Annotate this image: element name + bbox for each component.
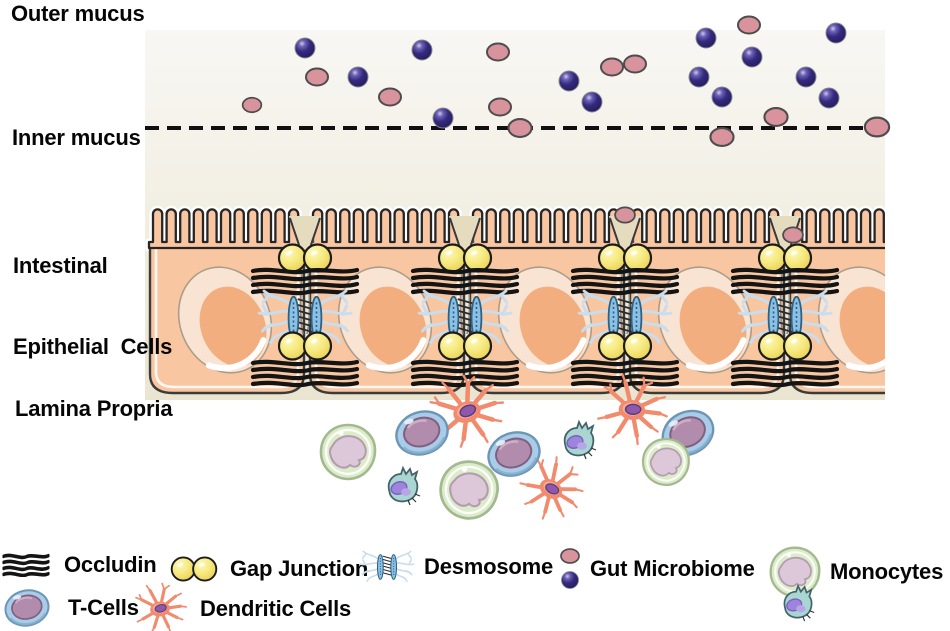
t-cell-icon — [2, 588, 52, 628]
navy-microbe — [795, 66, 817, 88]
small-teal-cell-icon — [783, 585, 815, 622]
legend-item-dendritic-cells: Dendritic Cells — [130, 580, 351, 631]
legend-dendritic-cells-label: Dendritic Cells — [200, 596, 352, 621]
teal-cell — [387, 467, 421, 506]
label-intestinal-line1: Intestinal — [13, 253, 108, 278]
pink-microbe — [378, 87, 402, 107]
legend-item-occludin: Occludin — [2, 552, 157, 578]
navy-microbe — [818, 87, 840, 109]
legend-t-cells-label: T-Cells — [68, 595, 139, 620]
pink-microbe — [600, 57, 624, 77]
navy-microbe — [581, 91, 603, 113]
monocyte — [319, 423, 377, 481]
pink-microbe — [305, 67, 329, 87]
navy-microbe — [688, 66, 710, 88]
pink-microbe — [737, 15, 761, 35]
epithelial-cell — [789, 209, 944, 393]
legend-monocytes-label: Monocytes — [830, 559, 944, 584]
desmosome-icon — [359, 550, 415, 583]
pink-microbe — [623, 54, 647, 74]
pink-microbe — [507, 118, 533, 138]
teal-cell — [563, 421, 597, 460]
occludin-icon — [2, 553, 50, 577]
epithelial-cell — [469, 209, 624, 393]
navy-microbe — [711, 86, 733, 108]
pink-microbe — [486, 42, 510, 62]
pink-microbe — [614, 206, 636, 224]
label-intestinal-line2: Epithelial Cells — [13, 334, 173, 359]
pink-microbe — [782, 226, 804, 244]
navy-microbe — [825, 22, 847, 44]
gut-microbiome-icon — [560, 548, 580, 589]
epithelial-cell-layer — [149, 209, 944, 393]
navy-microbe — [558, 70, 580, 92]
legend-item-gut-microbiome: Gut Microbiome — [558, 545, 755, 593]
legend-item-monocytes: Monocytes — [768, 545, 943, 599]
legend-item-gap-junction: Gap Junction — [170, 554, 368, 584]
label-lamina-propria: Lamina Propria — [15, 396, 173, 421]
pink-microbe — [488, 97, 512, 117]
t-cell — [388, 402, 456, 464]
pink-microbe — [241, 96, 263, 114]
navy-microbe — [347, 66, 369, 88]
label-outer-mucus: Outer mucus — [11, 1, 145, 26]
navy-microbe — [741, 46, 763, 68]
legend-occludin-label: Occludin — [64, 552, 157, 577]
navy-microbe — [411, 39, 433, 61]
legend-desmosome-label: Desmosome — [424, 554, 554, 579]
navy-microbe — [294, 37, 316, 59]
legend-item-t-cells: T-Cells — [2, 588, 139, 628]
epithelial-cell — [629, 209, 784, 393]
dendritic-cell-icon — [134, 582, 188, 631]
label-inner-mucus: Inner mucus — [12, 125, 141, 150]
navy-microbe — [432, 107, 454, 129]
pink-microbe — [863, 116, 891, 138]
label-intestinal-epithelial-cells: Intestinal Epithelial Cells — [13, 198, 172, 387]
legend-gut-microbiome-label: Gut Microbiome — [590, 556, 755, 581]
epithelial-cell — [149, 209, 304, 393]
legend-item-desmosome: Desmosome — [356, 538, 553, 596]
pink-microbe — [763, 107, 789, 127]
legend-gap-junction-label: Gap Junction — [230, 556, 369, 581]
epithelial-cell — [309, 209, 464, 393]
navy-microbe — [695, 27, 717, 49]
pink-microbe — [709, 127, 735, 147]
